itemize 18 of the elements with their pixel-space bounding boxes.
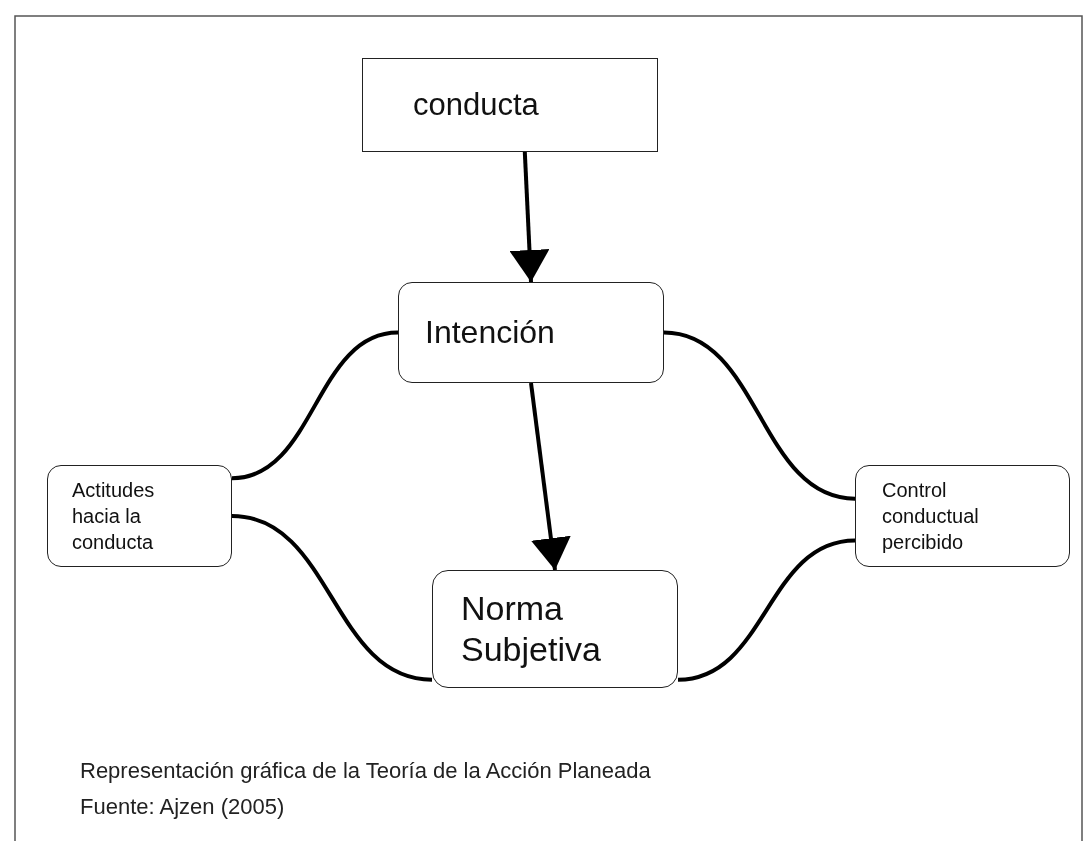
node-label: conducta <box>413 87 539 123</box>
rounded-box <box>855 465 1070 567</box>
connector-line <box>231 514 433 682</box>
rounded-box <box>47 465 232 567</box>
rounded-box <box>398 282 664 383</box>
connector-line <box>677 538 856 682</box>
connector-line <box>663 330 856 501</box>
process-box <box>362 58 658 152</box>
rounded-box <box>432 570 678 688</box>
node-label: Intención <box>425 314 555 351</box>
caption: Representación gráfica de la Teoría de la Acción Planeada <box>80 758 651 784</box>
connector-line <box>231 330 399 481</box>
arrow <box>509 151 550 283</box>
arrow <box>529 382 571 571</box>
node-label: Actitudes hacia la conducta <box>72 478 156 555</box>
source-note: Fuente: Ajzen (2005) <box>80 794 285 820</box>
node-label: Control conductual percibido <box>882 478 980 555</box>
node-label: Norma Subjetiva <box>461 588 602 670</box>
